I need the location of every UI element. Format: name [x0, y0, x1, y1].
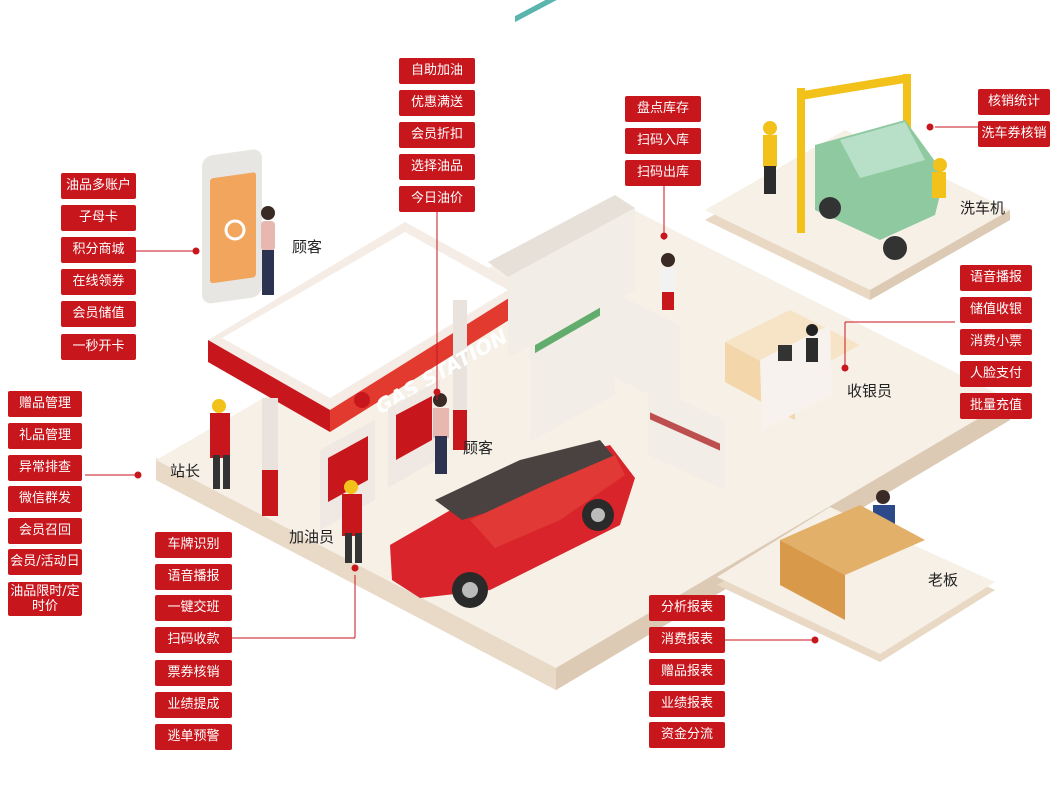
feature-tag[interactable]: 异常排查 [8, 455, 82, 481]
connector-lines [85, 126, 978, 641]
feature-tag[interactable]: 人脸支付 [960, 361, 1032, 387]
feature-tag[interactable]: 业绩提成 [155, 692, 232, 718]
feature-tag[interactable]: 一键交班 [155, 595, 232, 621]
role-car-wash: 洗车机 [960, 199, 1006, 217]
feature-tag[interactable]: 礼品管理 [8, 423, 82, 449]
feature-tag[interactable]: 油品多账户 [61, 173, 136, 199]
feature-tag[interactable]: 业绩报表 [649, 691, 725, 717]
fuel-pumps [320, 380, 440, 530]
role-customer-mid: 顾客 [463, 439, 494, 457]
role-boss: 老板 [928, 571, 959, 589]
phone-illustration [202, 149, 275, 304]
feature-tag[interactable]: 洗车券核销 [978, 121, 1050, 147]
role-fuel-attendant: 加油员 [289, 528, 335, 546]
feature-tag[interactable]: 在线领券 [61, 269, 136, 295]
role-cashier: 收银员 [847, 382, 893, 400]
feature-tag[interactable]: 油品限时/定 时价 [8, 582, 82, 616]
feature-tag[interactable]: 会员召回 [8, 518, 82, 544]
feature-tag[interactable]: 资金分流 [649, 722, 725, 748]
feature-tag[interactable]: 分析报表 [649, 595, 725, 621]
role-customer-top: 顾客 [292, 238, 323, 256]
feature-tag[interactable]: 储值收银 [960, 297, 1032, 323]
feature-tag[interactable]: 扫码出库 [625, 160, 701, 186]
feature-tag[interactable]: 赠品报表 [649, 659, 725, 685]
car-wash-machine [763, 74, 947, 260]
feature-tag[interactable]: 扫码收款 [155, 627, 232, 653]
feature-tag[interactable]: 优惠满送 [399, 90, 475, 116]
feature-tag[interactable]: 消费报表 [649, 627, 725, 653]
feature-tag[interactable]: 选择油品 [399, 154, 475, 180]
red-car [390, 440, 635, 608]
feature-tag[interactable]: 语音播报 [155, 564, 232, 590]
feature-tag[interactable]: 消费小票 [960, 329, 1032, 355]
feature-tag[interactable]: 一秒开卡 [61, 334, 136, 360]
feature-tag[interactable]: 盘点库存 [625, 96, 701, 122]
feature-tag[interactable]: 批量充值 [960, 393, 1032, 419]
feature-tag[interactable]: 车牌识别 [155, 532, 232, 558]
feature-tag[interactable]: 票券核销 [155, 660, 232, 686]
feature-tag[interactable]: 逃单预警 [155, 724, 232, 750]
feature-tag[interactable]: 会员/活动日 [8, 549, 82, 575]
shop-shelves [488, 0, 725, 490]
feature-tag[interactable]: 核销统计 [978, 89, 1050, 115]
people-illustrations [210, 253, 925, 620]
feature-tag[interactable]: 子母卡 [61, 205, 136, 231]
feature-tag[interactable]: 语音播报 [960, 265, 1032, 291]
feature-tag[interactable]: 微信群发 [8, 486, 82, 512]
feature-tag[interactable]: 扫码入库 [625, 128, 701, 154]
feature-tag[interactable]: 赠品管理 [8, 391, 82, 417]
feature-tag[interactable]: 会员储值 [61, 301, 136, 327]
role-station-master: 站长 [170, 462, 201, 480]
gas-station-canopy: GAS STATION [208, 222, 525, 516]
feature-tag[interactable]: 自助加油 [399, 58, 475, 84]
feature-tag[interactable]: 会员折扣 [399, 122, 475, 148]
cashier-desk [725, 310, 860, 430]
feature-tag[interactable]: 积分商城 [61, 237, 136, 263]
feature-tag[interactable]: 今日油价 [399, 186, 475, 212]
